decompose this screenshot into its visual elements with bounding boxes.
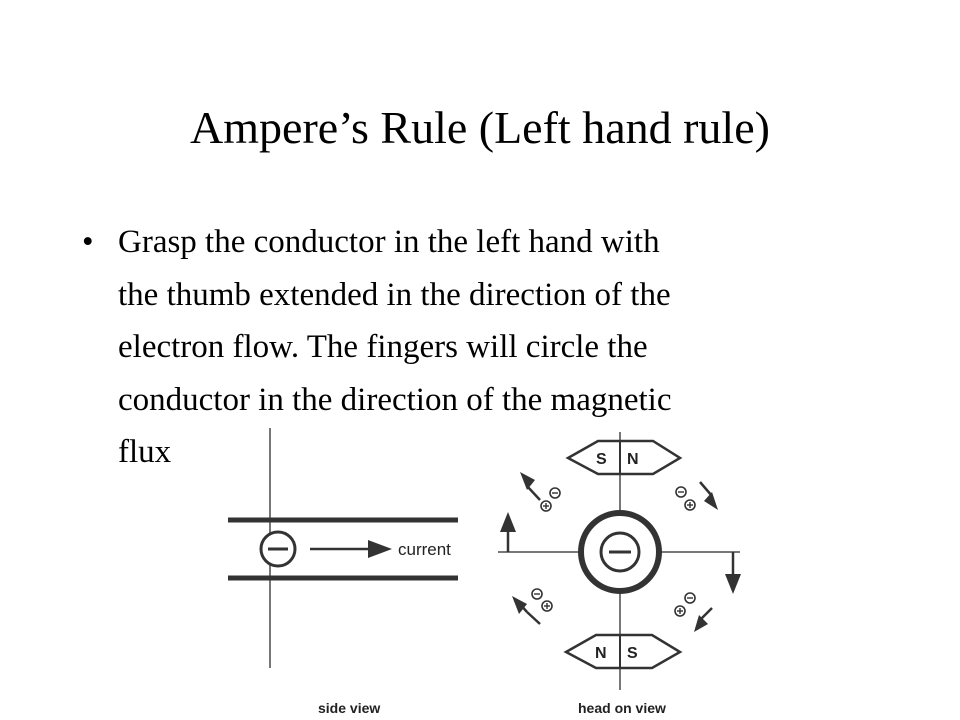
bullet-line: the thumb extended in the direction of t… bbox=[118, 276, 671, 313]
head-on-view-caption: head on view bbox=[578, 700, 666, 716]
bullet-line: electron flow. The fingers will circle t… bbox=[118, 329, 648, 365]
top-compass-right-pole: N bbox=[627, 451, 639, 468]
current-label: current bbox=[398, 540, 451, 559]
flux-arrow-right-head bbox=[725, 574, 741, 594]
bottom-compass-right-pole: S bbox=[627, 645, 638, 662]
bottom-compass-left-pole: N bbox=[595, 645, 607, 662]
bullet-line: conductor in the direction of the magnet… bbox=[118, 381, 672, 418]
top-compass-needle: S N bbox=[565, 439, 683, 476]
bullet-dot: • bbox=[82, 224, 94, 260]
compass-top-left bbox=[520, 472, 561, 512]
bullet-line: Grasp the conductor in the left hand wit… bbox=[118, 224, 660, 260]
electron-symbol bbox=[259, 530, 297, 568]
side-view-caption: side view bbox=[318, 700, 380, 716]
bullet-text: Grasp the conductor in the left hand wit… bbox=[118, 216, 858, 479]
side-view-diagram: current side view bbox=[228, 428, 458, 716]
top-compass-left-pole: S bbox=[596, 451, 607, 468]
bullet-line: flux bbox=[118, 434, 172, 470]
compass-bottom-right bbox=[674, 592, 713, 632]
flux-arrow-left-head bbox=[500, 512, 516, 532]
current-arrow-head bbox=[368, 540, 392, 558]
compass-bottom-left bbox=[512, 588, 553, 625]
bottom-compass-needle: N S bbox=[563, 633, 683, 670]
slide-title: Ampere’s Rule (Left hand rule) bbox=[190, 102, 770, 153]
conductor-cross-section bbox=[578, 510, 662, 594]
compass-top-right bbox=[675, 481, 718, 511]
head-on-view-diagram: S N N S bbox=[498, 432, 741, 716]
